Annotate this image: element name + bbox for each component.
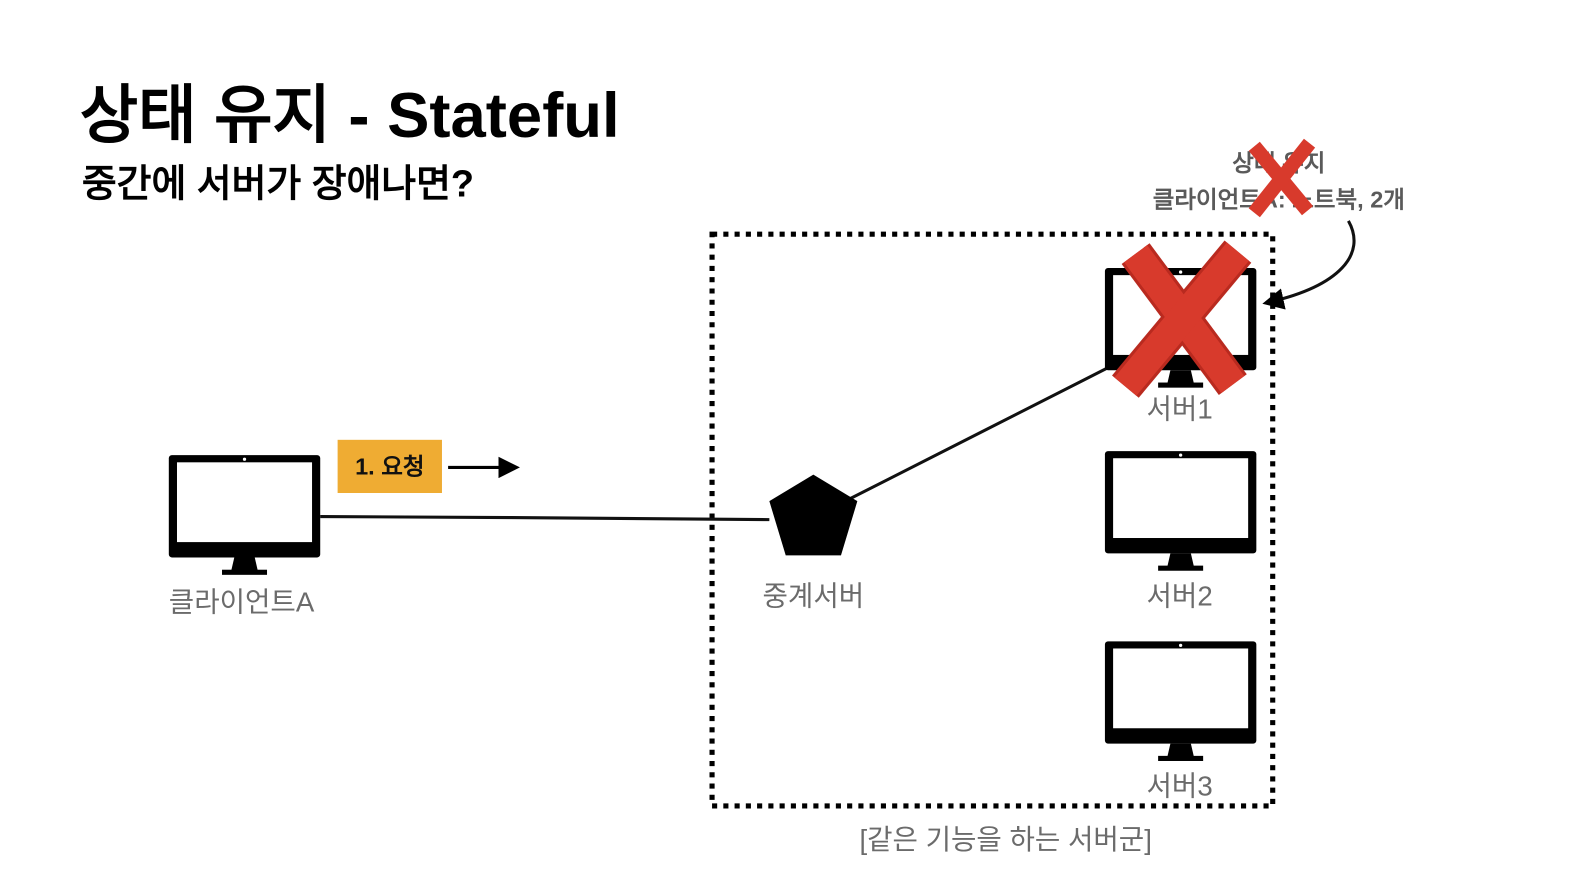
server-group-caption: [같은 기능을 하는 서버군] [859, 824, 1151, 855]
server1-failure-x-icon [1112, 240, 1252, 398]
server1-label: 서버1 [1147, 393, 1213, 424]
page-subtitle: 중간에 서버가 장애나면? [82, 163, 474, 205]
state-note-failure-x-icon [1248, 138, 1316, 218]
client-label: 클라이언트A [169, 587, 315, 618]
client-monitor-icon [168, 455, 321, 575]
server2-label: 서버2 [1147, 581, 1213, 612]
server2-monitor-icon [1104, 451, 1257, 571]
request-label: 1. 요청 [355, 454, 424, 480]
page-title: 상태 유지 - Stateful [80, 81, 620, 151]
proxy-pentagon-icon [769, 474, 858, 556]
request-box: 1. 요청 [337, 439, 442, 494]
proxy-label: 중계서버 [763, 581, 865, 612]
client-to-proxy-line [320, 514, 770, 522]
note-to-server1-arrow-icon [1262, 220, 1356, 310]
proxy-to-server1-line [848, 364, 1112, 501]
server3-label: 서버3 [1147, 771, 1213, 802]
server-group-box [709, 231, 1276, 809]
server3-monitor-icon [1104, 641, 1257, 761]
